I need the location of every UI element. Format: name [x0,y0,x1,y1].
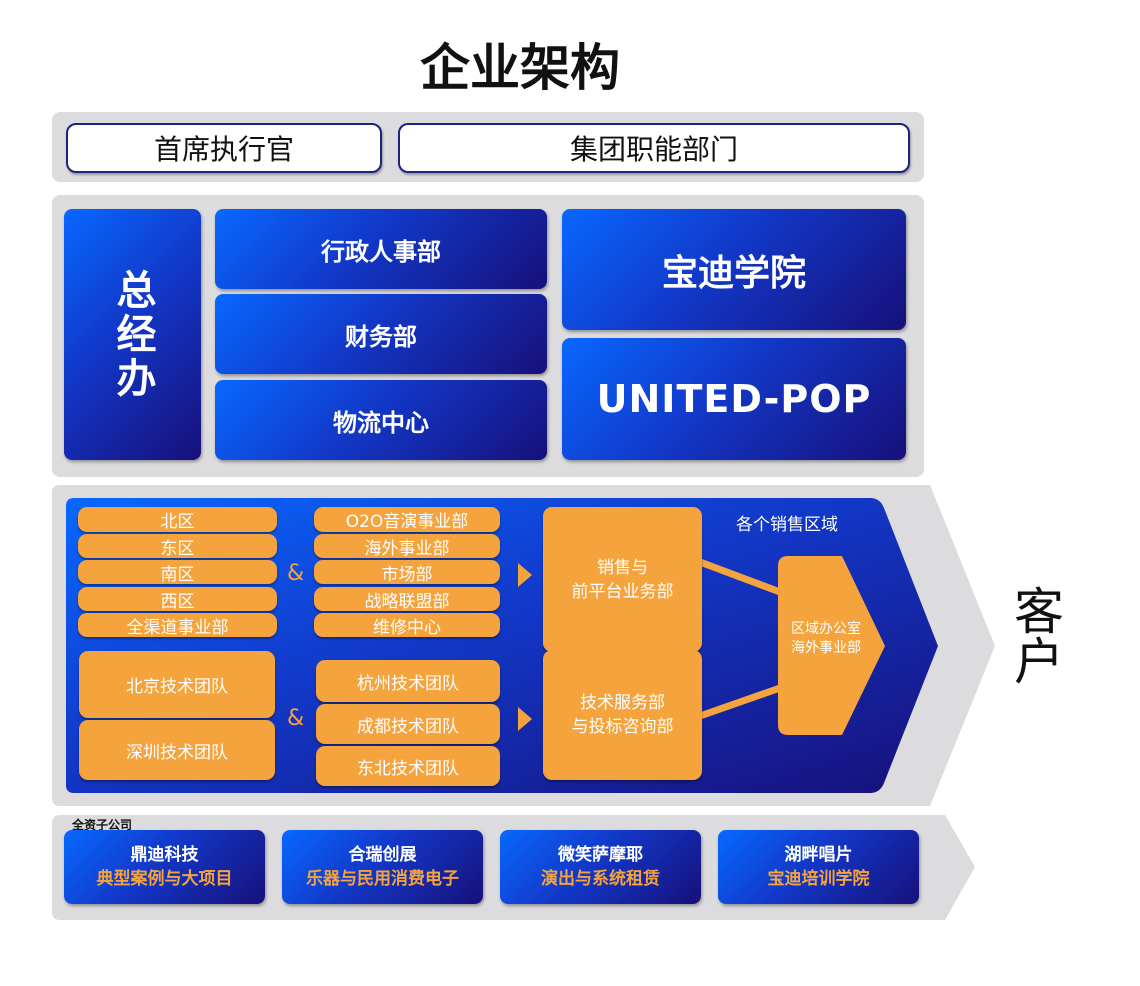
subsidiary-desc: 演出与系统租赁 [541,869,660,889]
business-unit-item: 战略联盟部 [314,587,500,612]
group-functions-box: 集团职能部门 [398,123,910,173]
subsidiary-desc: 典型案例与大项目 [96,869,233,889]
department-box: 财务部 [215,294,547,374]
tech-team-item: 成都技术团队 [316,704,500,744]
subsidiary-name: 鼎迪科技 [130,845,199,865]
sales-front-line: 前平台业务部 [571,581,674,602]
regional-office-chevron [778,556,885,735]
regional-office-line: 区域办公室 [791,621,861,637]
subsidiary-box: 鼎迪科技 典型案例与大项目 [64,830,265,904]
department-box: 行政人事部 [215,209,547,289]
general-office-box: 总经办 [64,209,201,460]
subsidiary-desc: 乐器与民用消费电子 [306,869,459,889]
ampersand: & [287,561,305,586]
department-box: 物流中心 [215,380,547,460]
business-unit-item: 市场部 [314,560,500,585]
tech-service-line: 技术服务部 [580,693,665,713]
region-item: 东区 [78,534,277,559]
sales-front-line: 销售与 [597,557,648,578]
region-item: 全渠道事业部 [78,613,277,638]
connector-line [698,684,782,720]
business-unit-item: O2O音演事业部 [314,507,500,532]
arrow-right-icon [518,707,532,731]
regional-office-line: 海外事业部 [791,640,861,656]
arrow-right-icon [518,563,532,587]
subsidiary-box: 湖畔唱片 宝迪培训学院 [718,830,919,904]
region-item: 北区 [78,507,277,532]
subsidiary-desc: 宝迪培训学院 [767,869,870,889]
sales-regions-label: 各个销售区域 [736,515,838,535]
ampersand: & [287,706,305,731]
academy-box: 宝迪学院 [562,209,906,330]
united-pop-box: UNITED-POP [562,338,906,460]
customer-label: 客户 [1006,585,1064,685]
business-unit-item: 维修中心 [314,613,500,638]
tech-service-line: 与投标咨询部 [571,717,674,737]
subsidiary-name: 微笑萨摩耶 [558,845,643,865]
subsidiary-box: 微笑萨摩耶 演出与系统租赁 [500,830,701,904]
ceo-box: 首席执行官 [66,123,382,173]
region-item: 南区 [78,560,277,585]
subsidiaries-label: 全资子公司 [72,818,133,832]
tech-service-box: 技术服务部 与投标咨询部 [543,650,702,780]
tech-team-item: 北京技术团队 [79,651,275,718]
sales-front-box: 销售与 前平台业务部 [543,507,702,652]
page-title: 企业架构 [420,39,620,97]
business-unit-item: 海外事业部 [314,534,500,559]
regional-office-label: 区域办公室 海外事业部 [778,620,874,658]
subsidiary-name: 合瑞创展 [348,845,417,865]
region-item: 西区 [78,587,277,612]
tech-team-item: 东北技术团队 [316,746,500,786]
connector-line [698,558,782,596]
subsidiary-name: 湖畔唱片 [784,845,853,865]
tech-team-item: 杭州技术团队 [316,660,500,702]
subsidiary-box: 合瑞创展 乐器与民用消费电子 [282,830,483,904]
tech-team-item: 深圳技术团队 [79,720,275,780]
